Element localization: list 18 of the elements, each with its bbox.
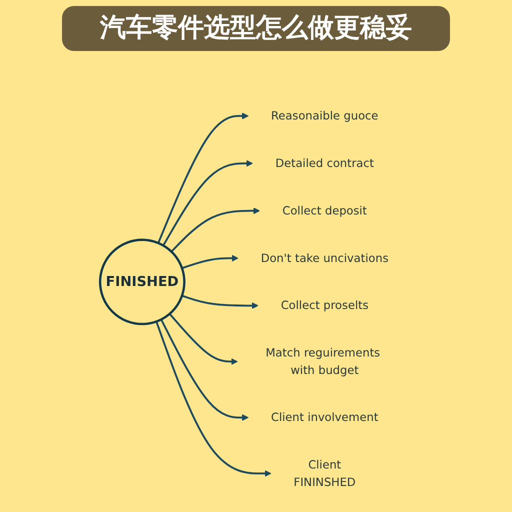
arrow bbox=[182, 294, 258, 309]
arrow bbox=[156, 321, 272, 477]
node-text: Client involvement bbox=[271, 410, 378, 424]
arrow bbox=[160, 319, 249, 421]
arrow bbox=[170, 207, 260, 252]
node-text: Match reguirements with budget bbox=[266, 346, 380, 377]
node-circle: FINISHED bbox=[98, 238, 186, 326]
node-text: Client FININSHED bbox=[294, 458, 356, 489]
node-text: Detailed contract bbox=[275, 156, 374, 170]
arrow bbox=[162, 160, 253, 246]
node-text: Collect deposit bbox=[282, 204, 367, 218]
title-banner: 汽车零件选型怎么做更稳妥 bbox=[62, 6, 450, 50]
node-text: Don't take uncivations bbox=[260, 251, 388, 265]
arrow bbox=[182, 254, 238, 270]
node-text: Reasonaible guoce bbox=[271, 108, 378, 123]
node-text: Collect proselts bbox=[280, 298, 368, 312]
arrow bbox=[157, 112, 249, 244]
arrow bbox=[168, 313, 238, 365]
